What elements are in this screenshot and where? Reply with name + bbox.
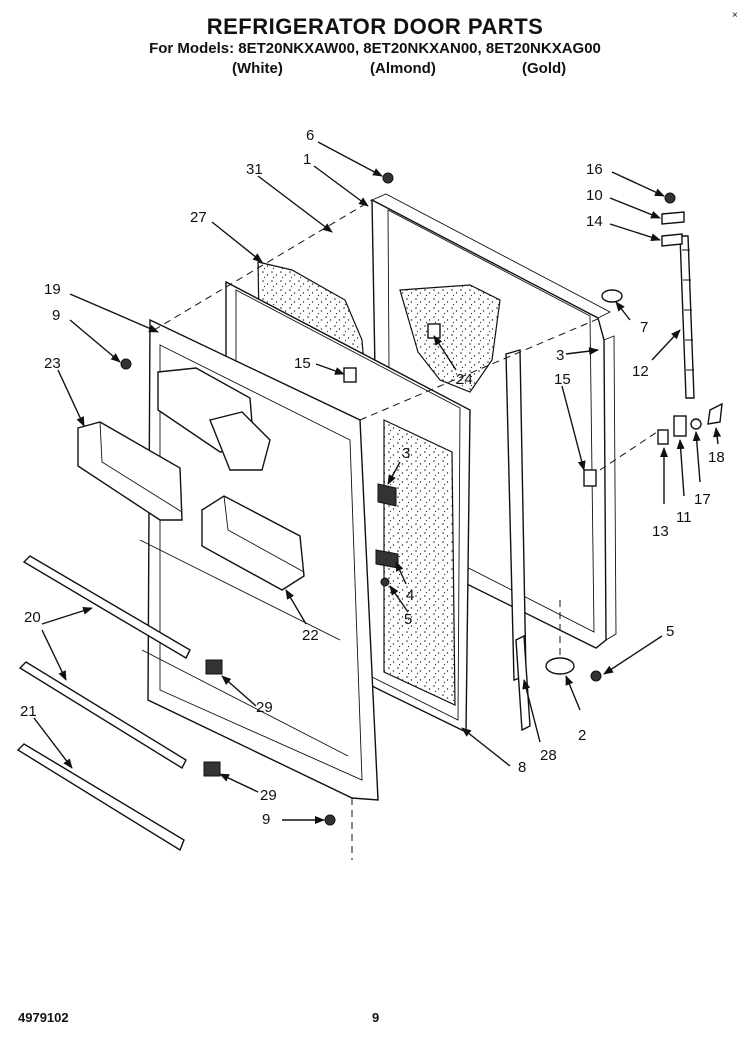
callout-1: 1 xyxy=(303,151,311,168)
rail-end-cap-lower xyxy=(203,761,221,777)
breaker-strip-lower xyxy=(515,634,531,732)
callout-18: 18 xyxy=(708,449,725,466)
hinge-screw-top xyxy=(664,192,676,204)
callout-3-center: 3 xyxy=(402,445,410,462)
callout-7: 7 xyxy=(640,319,648,336)
callout-14: 14 xyxy=(586,213,603,230)
rear-foam-panel xyxy=(399,284,501,393)
door-bottom-cap xyxy=(545,657,575,675)
callout-21: 21 xyxy=(20,703,37,720)
door-plug xyxy=(601,289,623,303)
hinge-shim xyxy=(661,233,683,247)
model-list: For Models: 8ET20NKXAW00, 8ET20NKXAN00, … xyxy=(149,40,601,57)
variant-almond: (Almond) xyxy=(370,60,436,77)
callout-27: 27 xyxy=(190,209,207,226)
hinge-rod xyxy=(679,235,695,399)
variant-gold: (Gold) xyxy=(522,60,567,77)
callout-3-right: 3 xyxy=(556,347,564,364)
rear-bracket xyxy=(427,323,441,339)
callout-10: 10 xyxy=(586,187,603,204)
callout-31: 31 xyxy=(246,161,263,178)
shelf-rail-2 xyxy=(18,661,187,769)
variant-white: (White) xyxy=(232,60,283,77)
callout-22: 22 xyxy=(302,627,319,644)
page-number: 9 xyxy=(372,1010,380,1025)
callout-4: 4 xyxy=(406,587,414,604)
callout-28: 28 xyxy=(540,747,557,764)
bottom-hinge-screw xyxy=(590,670,602,682)
top-hinge-screw xyxy=(382,172,394,184)
callout-9-top: 9 xyxy=(52,307,60,324)
hinge-bracket-top xyxy=(661,211,685,225)
liner-screw-bottom xyxy=(324,814,336,826)
callout-9-bottom: 9 xyxy=(262,811,270,828)
callout-29-upper: 29 xyxy=(256,699,273,716)
center-hinge-screw xyxy=(380,577,390,587)
callout-17: 17 xyxy=(694,491,711,508)
shelf-middle xyxy=(201,495,305,591)
callout-13: 13 xyxy=(652,523,669,540)
hinge-body xyxy=(673,415,687,437)
callout-6: 6 xyxy=(306,127,314,144)
shelf-upper xyxy=(157,367,271,471)
shelf-rail-1 xyxy=(22,555,191,659)
hinge-washer xyxy=(690,418,702,430)
callout-5-right: 5 xyxy=(666,623,674,640)
callout-16: 16 xyxy=(586,161,603,178)
liner-screw-top xyxy=(120,358,132,370)
side-bracket-right xyxy=(583,469,597,487)
callout-2: 2 xyxy=(578,727,586,744)
callout-23: 23 xyxy=(44,355,61,372)
callout-15-right: 15 xyxy=(554,371,571,388)
callout-19: 19 xyxy=(44,281,61,298)
callout-8: 8 xyxy=(518,759,526,776)
part-number: 4979102 xyxy=(18,1010,69,1025)
center-hinge-bracket xyxy=(377,483,397,507)
callout-12: 12 xyxy=(632,363,649,380)
corner-mark: × xyxy=(732,10,738,21)
side-bracket-left xyxy=(343,367,357,383)
shelf-rail-3 xyxy=(16,743,185,852)
callout-15-left: 15 xyxy=(294,355,311,372)
callout-29-lower: 29 xyxy=(260,787,277,804)
callout-20: 20 xyxy=(24,609,41,626)
hinge-pin-bracket xyxy=(657,429,669,445)
shelf-upper-left xyxy=(77,421,183,521)
hinge-cover xyxy=(707,402,723,425)
page-title: REFRIGERATOR DOOR PARTS xyxy=(206,14,544,39)
callout-5-center: 5 xyxy=(404,611,412,628)
leader-lines xyxy=(33,141,722,824)
callout-24: 24 xyxy=(456,371,473,388)
rail-end-cap-upper xyxy=(205,659,223,675)
callout-11: 11 xyxy=(676,509,692,526)
